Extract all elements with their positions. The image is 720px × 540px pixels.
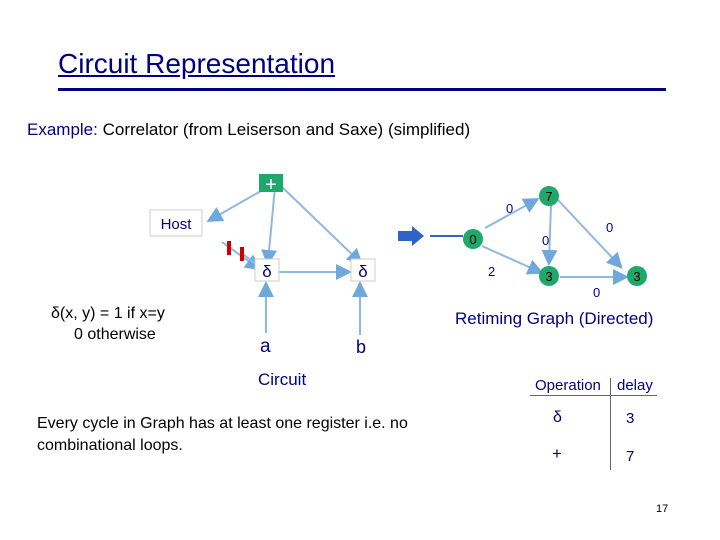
page-number: 17 bbox=[656, 503, 669, 515]
input-b-label: b bbox=[356, 337, 366, 357]
register-bar bbox=[240, 247, 244, 261]
graph-node-plus-weight: 7 bbox=[545, 189, 552, 204]
table-header-operation: Operation bbox=[535, 377, 601, 394]
input-a-label: a bbox=[260, 336, 271, 357]
edge-weight-plus-delta: 0 bbox=[606, 220, 613, 235]
delta-left-node bbox=[254, 258, 280, 282]
graph-node-host-weight: 0 bbox=[469, 232, 476, 247]
graph-edges bbox=[430, 198, 629, 285]
delta-right-node bbox=[350, 258, 376, 282]
register-bar bbox=[227, 241, 231, 255]
plus-symbol: + bbox=[265, 174, 277, 196]
host-label: Host bbox=[161, 216, 193, 233]
example-line: Example: Correlator (from Leiserson and … bbox=[27, 120, 470, 140]
circuit-caption: Circuit bbox=[258, 370, 306, 389]
plus-operator-node bbox=[259, 174, 283, 192]
delta-definition-line1: δ(x, y) = 1 if x=y bbox=[51, 305, 165, 322]
table-op-plus: + bbox=[552, 444, 562, 463]
circuit-wires bbox=[206, 186, 368, 335]
slide-title: Circuit Representation bbox=[58, 48, 336, 79]
edge-weight-delta-delta: 0 bbox=[593, 285, 600, 300]
delta-left-symbol: δ bbox=[262, 262, 271, 281]
graph-node-delta-right-weight: 3 bbox=[633, 269, 640, 284]
delta-right-symbol: δ bbox=[358, 262, 367, 281]
retiming-graph-caption: Retiming Graph (Directed) bbox=[455, 309, 653, 328]
graph-node-plus bbox=[539, 186, 559, 206]
table-column-rule bbox=[610, 378, 611, 470]
table-delay-delta: 3 bbox=[626, 410, 634, 427]
cycle-note: Every cycle in Graph has at least one re… bbox=[37, 415, 408, 454]
example-label: Example: bbox=[27, 120, 98, 139]
graph-node-delta-left bbox=[539, 266, 559, 286]
example-text: Correlator (from Leiserson and Saxe) (si… bbox=[97, 120, 471, 139]
table-header-delay: delay bbox=[617, 377, 653, 394]
edge-weight-host-plus: 0 bbox=[506, 201, 513, 216]
delta-definition-line2: 0 otherwise bbox=[74, 326, 156, 343]
graph-node-delta-left-weight: 3 bbox=[545, 269, 552, 284]
table-op-delta: δ bbox=[553, 409, 562, 426]
graph-node-host bbox=[463, 229, 483, 249]
title-underline-rule bbox=[58, 88, 666, 91]
edge-weight-plus-delta-left: 0 bbox=[542, 233, 549, 248]
table-delay-plus: 7 bbox=[626, 448, 634, 465]
host-box bbox=[149, 209, 203, 237]
graph-node-delta-right bbox=[627, 266, 647, 286]
edge-weight-host-delta-left: 2 bbox=[488, 264, 495, 279]
table-header-rule bbox=[530, 395, 657, 396]
transform-arrow bbox=[398, 226, 424, 246]
